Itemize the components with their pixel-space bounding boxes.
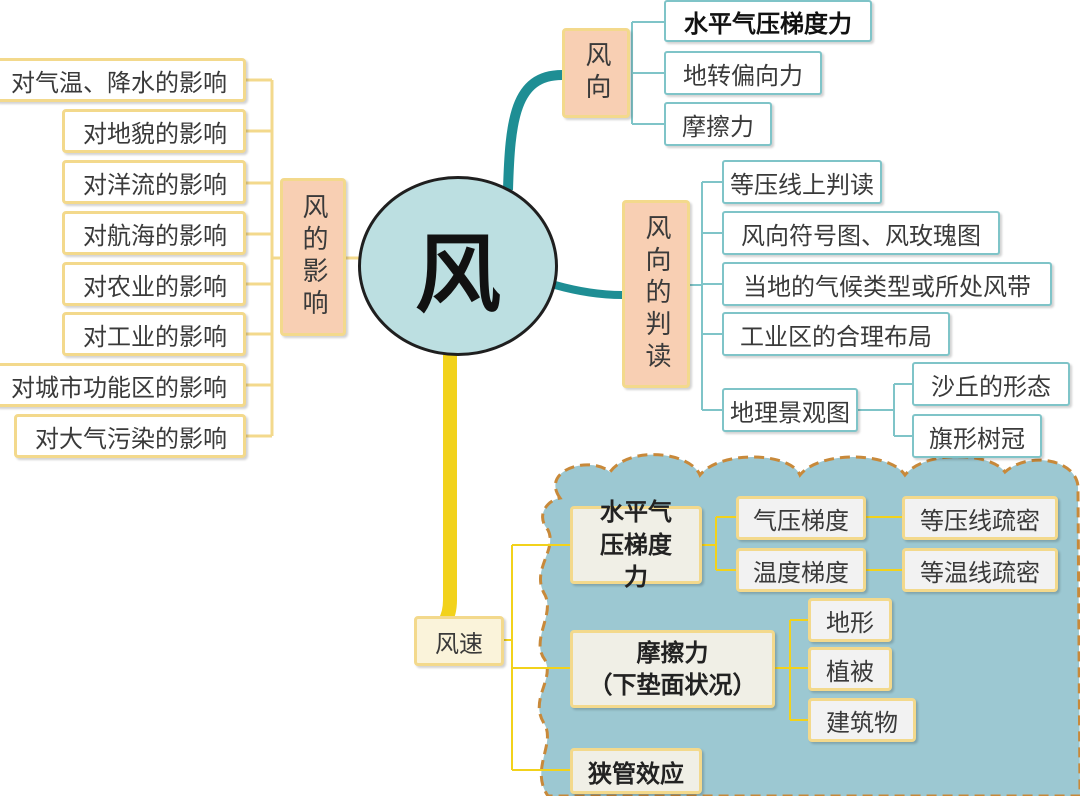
influence-item[interactable]: 对地貌的影响: [62, 109, 246, 153]
friction-label: 摩擦力: [636, 638, 709, 667]
landscape-item[interactable]: 沙丘的形态: [912, 362, 1070, 406]
central-topic[interactable]: 风: [358, 176, 558, 356]
reading-item[interactable]: 等压线上判读: [722, 160, 882, 204]
influence-item[interactable]: 对航海的影响: [62, 211, 246, 255]
pressure-gradient-force-node[interactable]: 水平气压梯度力: [570, 498, 702, 591]
reading-branch: [553, 281, 623, 299]
influence-item[interactable]: 对气温、降水的影响: [0, 58, 246, 102]
speed-branch: [433, 355, 457, 637]
friction-node[interactable]: 摩擦力 （下垫面状况）: [570, 630, 775, 708]
reading-connectors: [690, 181, 912, 437]
direction-item[interactable]: 地转偏向力: [664, 51, 822, 95]
wind-direction-reading-node[interactable]: 风向的判读: [622, 200, 690, 388]
direction-item[interactable]: 水平气压梯度力: [664, 0, 872, 42]
wind-speed-node[interactable]: 风速: [414, 616, 504, 666]
reading-item[interactable]: 地理景观图: [722, 388, 858, 432]
landscape-item[interactable]: 旗形树冠: [912, 414, 1042, 458]
influence-item[interactable]: 对农业的影响: [62, 262, 246, 306]
reading-item[interactable]: 当地的气候类型或所处风带: [722, 262, 1052, 306]
gradient-item[interactable]: 温度梯度: [736, 548, 866, 592]
reading-item[interactable]: 风向符号图、风玫瑰图: [722, 211, 1000, 255]
gradient-item[interactable]: 气压梯度: [736, 496, 866, 540]
isoline-item[interactable]: 等温线疏密: [902, 548, 1058, 592]
speed-connectors: [504, 516, 902, 771]
direction-connectors: [631, 21, 664, 125]
direction-item[interactable]: 摩擦力: [664, 102, 772, 146]
surface-item[interactable]: 植被: [808, 647, 892, 691]
influence-item[interactable]: 对洋流的影响: [62, 160, 246, 204]
surface-item[interactable]: 地形: [808, 598, 892, 642]
canyon-effect-node[interactable]: 狭管效应: [570, 748, 702, 794]
influence-item[interactable]: 对工业的影响: [62, 312, 246, 356]
reading-item[interactable]: 工业区的合理布局: [722, 312, 950, 356]
underlying-surface-label: （下垫面状况）: [588, 671, 757, 699]
wind-direction-node[interactable]: 风向: [562, 28, 630, 118]
influence-item[interactable]: 对城市功能区的影响: [0, 363, 246, 407]
direction-branch: [503, 70, 563, 191]
isoline-item[interactable]: 等压线疏密: [902, 496, 1058, 540]
wind-influence-node[interactable]: 风的影响: [280, 178, 346, 336]
influence-item[interactable]: 对大气污染的影响: [14, 414, 246, 458]
surface-item[interactable]: 建筑物: [808, 698, 916, 742]
